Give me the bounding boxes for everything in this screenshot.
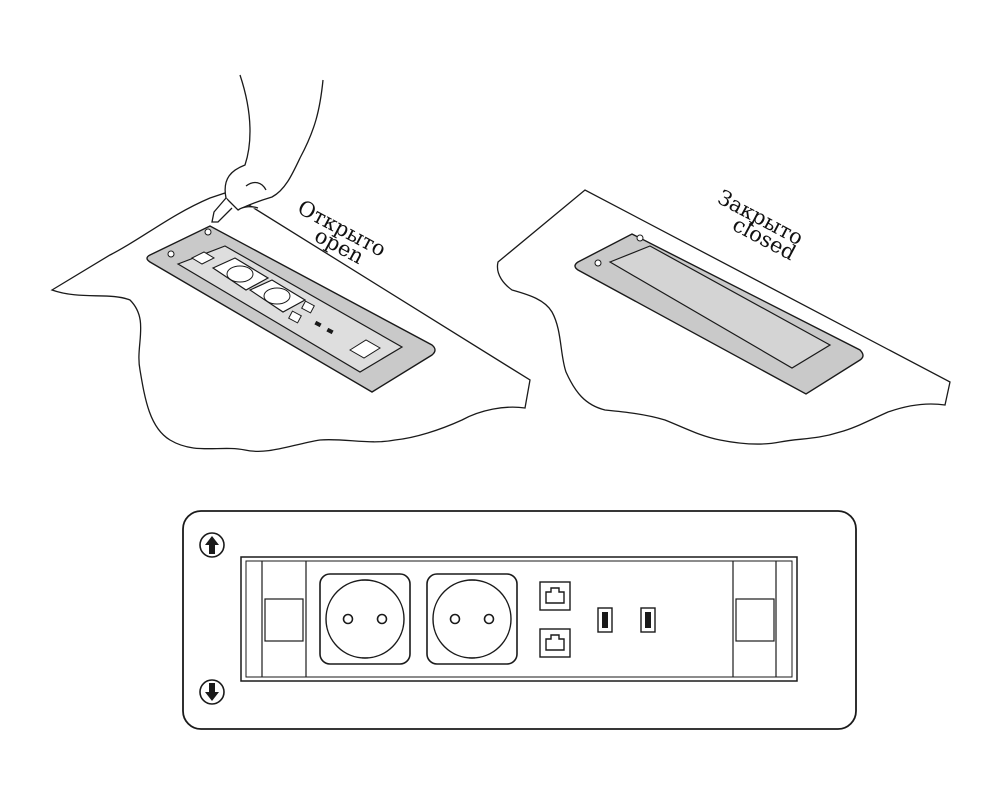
usb-port-icon [597, 607, 613, 633]
screw-icon [636, 234, 644, 242]
screw-icon [594, 259, 602, 267]
rj45-port-icon [539, 581, 571, 611]
usb-port-icon [314, 320, 322, 328]
open-end-block-top [190, 251, 216, 265]
open-socket-1 [211, 257, 270, 291]
screw-icon [204, 228, 212, 236]
rj45-port-icon [288, 310, 302, 324]
hand-icon [211, 74, 324, 223]
right-end-block [732, 561, 777, 677]
open-end-block [349, 339, 381, 359]
front-insert-inner [245, 560, 793, 678]
usb-port-icon [326, 327, 334, 335]
usb-port-icon [640, 607, 656, 633]
up-arrow-icon [199, 532, 225, 558]
open-desk-scene: Открыто open [50, 74, 531, 452]
left-end-block [261, 561, 307, 677]
front-view [182, 510, 857, 730]
rj45-port-icon [301, 300, 315, 314]
closed-lid [608, 245, 832, 369]
down-arrow-icon [199, 679, 225, 705]
schuko-socket-icon [426, 573, 518, 665]
rj45-port-icon [539, 628, 571, 658]
closed-desk-scene: Закрыто closed [496, 185, 951, 445]
screw-icon [167, 250, 175, 258]
schuko-socket-icon [319, 573, 411, 665]
open-socket-2 [248, 279, 307, 313]
